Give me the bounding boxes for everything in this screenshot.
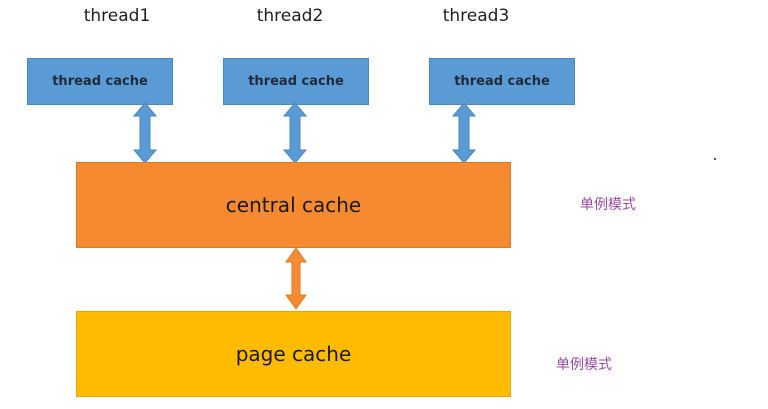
thread3-cache-label: thread cache — [454, 74, 550, 89]
thread1-cache-label: thread cache — [52, 74, 148, 89]
thread2-cache-box: thread cache — [223, 58, 369, 105]
thread1-to-central-arrow — [132, 102, 158, 164]
central-cache-label: central cache — [225, 193, 362, 217]
page-cache-label: page cache — [235, 342, 352, 366]
central-to-page-arrow — [285, 247, 307, 310]
thread1-label: thread1 — [83, 6, 151, 26]
thread3-cache-box: thread cache — [429, 58, 575, 105]
stray-dot — [714, 158, 716, 160]
page-cache-box: page cache — [76, 311, 511, 397]
thread2-label: thread2 — [256, 6, 324, 26]
thread2-to-central-arrow — [282, 102, 308, 164]
thread3-label: thread3 — [442, 6, 510, 26]
central-cache-box: central cache — [76, 162, 511, 248]
thread3-to-central-arrow — [451, 102, 477, 164]
thread2-cache-label: thread cache — [248, 74, 344, 89]
thread1-cache-box: thread cache — [27, 58, 173, 105]
page-cache-note: 单例模式 — [556, 357, 612, 373]
central-cache-note: 单例模式 — [580, 197, 636, 213]
